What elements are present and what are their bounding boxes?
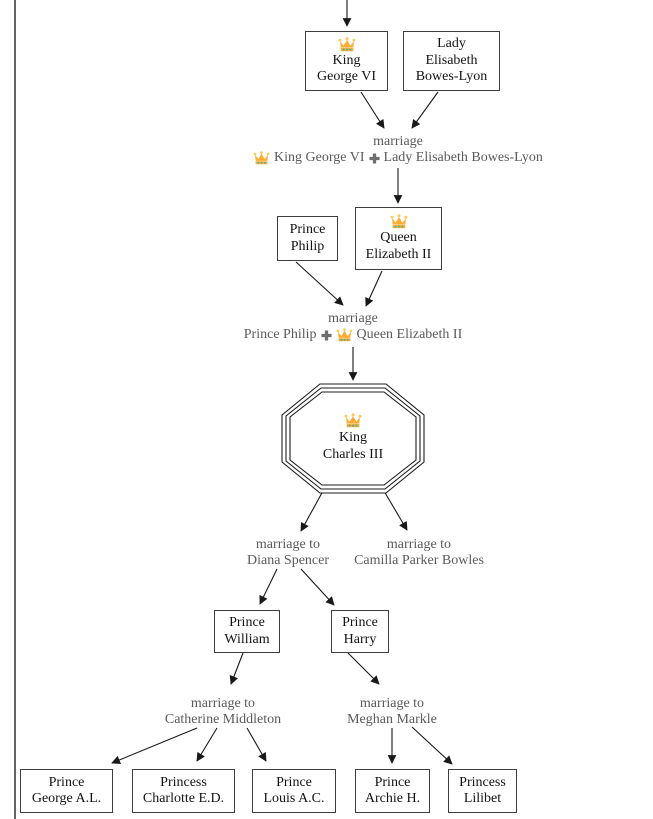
node-label: Harry: [343, 631, 377, 647]
edge-catherine-george-al: [111, 727, 198, 765]
marriage-node-camilla: marriage to Camilla Parker Bowles: [339, 537, 499, 569]
node-label: Charlotte E.D.: [142, 791, 225, 806]
node-prince-louis-ac: Prince Louis A.C.: [252, 769, 336, 813]
edge-diana-william: [259, 568, 278, 605]
marriage-type-label: marriage: [373, 134, 423, 149]
marriage-type-label: marriage to: [359, 696, 425, 711]
marriage-node-diana: marriage to Diana Spencer: [218, 537, 358, 569]
marriage-node-meghan: marriage to Meghan Markle: [327, 696, 457, 728]
node-label: Bowes-Lyon: [415, 69, 488, 85]
spouse-name: Camilla Parker Bowles: [354, 553, 484, 568]
node-label: Prince: [276, 774, 312, 790]
edge-catherine-louis: [246, 727, 267, 762]
node-label: King: [332, 52, 361, 68]
spouse-name: Queen Elizabeth II: [356, 327, 463, 342]
node-label: Princess: [160, 774, 207, 790]
node-label: Elizabeth II: [365, 246, 432, 262]
node-label: George A.L.: [31, 791, 102, 806]
cluster-border-line: [14, 0, 16, 819]
plus-icon: [321, 330, 332, 341]
node-label: George VI: [317, 69, 376, 84]
crown-icon: [336, 328, 353, 342]
edge-harry-meghan: [347, 652, 380, 685]
node-label: Princess: [459, 774, 506, 790]
node-label: Queen: [380, 230, 417, 245]
marriage-couple-label: Prince Philip Queen Elizabeth II: [233, 327, 473, 343]
node-princess-charlotte-ed: Princess Charlotte E.D.: [132, 769, 235, 813]
marriage-type-label: marriage: [328, 311, 378, 326]
edge-elizabeth-marriage: [365, 270, 383, 307]
spouse-name: Diana Spencer: [246, 553, 330, 568]
marriage-type-label: marriage to: [255, 537, 321, 552]
node-princess-lilibet: Princess Lilibet: [448, 769, 517, 813]
spouse-name: King George VI: [274, 150, 365, 165]
edge-charles-diana: [300, 490, 324, 532]
node-label: Archie H.: [364, 791, 421, 806]
node-label: King: [339, 430, 367, 445]
edge-diana-harry: [300, 568, 335, 606]
node-label: Prince: [374, 774, 411, 790]
node-prince-philip: Prince Philip: [277, 216, 338, 261]
node-label: Prince: [342, 615, 378, 630]
marriage-type-label: marriage to: [386, 537, 452, 552]
node-label: Louis A.C.: [263, 791, 325, 806]
spouse-name: Prince Philip: [243, 327, 317, 342]
node-king-george-vi: King George VI: [305, 31, 388, 91]
crown-icon: [338, 37, 356, 52]
marriage-type-label: marriage to: [190, 696, 256, 711]
node-king-charles-iii: King Charles III: [303, 409, 403, 467]
node-label: Prince: [48, 774, 85, 790]
node-prince-william: Prince William: [214, 610, 280, 653]
node-label: Lady: [437, 36, 466, 52]
node-prince-harry: Prince Harry: [331, 610, 389, 653]
edge-george-vi-marriage: [360, 91, 385, 129]
spouse-name: Catherine Middleton: [164, 712, 282, 727]
edge-catherine-charlotte: [196, 727, 218, 762]
edge-elisabeth-marriage: [411, 91, 439, 129]
node-label: Charles III: [322, 447, 384, 462]
node-label: Prince: [229, 615, 265, 630]
node-prince-archie-h: Prince Archie H.: [355, 769, 430, 813]
crown-icon: [390, 214, 408, 229]
marriage-couple-label: King George VI Lady Elisabeth Bowes-Lyon: [248, 150, 548, 166]
edge-william-catherine: [229, 652, 244, 685]
node-label: Philip: [290, 238, 325, 254]
marriage-node-catherine: marriage to Catherine Middleton: [148, 696, 298, 728]
node-label: Lilibet: [463, 791, 502, 806]
crown-icon: [344, 413, 362, 428]
tripleoctagon-shape: [281, 383, 425, 494]
marriage-node-philip-elizabeth: marriage Prince Philip Queen Elizabeth I…: [233, 311, 473, 343]
spouse-name: Lady Elisabeth Bowes-Lyon: [383, 150, 543, 165]
node-lady-elisabeth-bowes-lyon: Lady Elisabeth Bowes-Lyon: [403, 31, 500, 91]
crown-icon: [253, 151, 270, 165]
spouse-name: Meghan Markle: [347, 712, 437, 727]
edge-charles-camilla: [383, 490, 408, 531]
node-prince-george-al: Prince George A.L.: [20, 769, 113, 813]
edge-philip-marriage: [295, 261, 344, 306]
node-label: William: [224, 631, 270, 647]
plus-icon: [369, 153, 380, 164]
node-queen-elizabeth-ii: Queen Elizabeth II: [355, 207, 442, 270]
marriage-node-george-elisabeth: marriage King George VI Lady Elisabeth B…: [248, 134, 548, 166]
edge-meghan-lilibet: [411, 726, 453, 765]
node-label: Prince: [289, 222, 326, 237]
node-label: Elisabeth: [425, 52, 478, 68]
